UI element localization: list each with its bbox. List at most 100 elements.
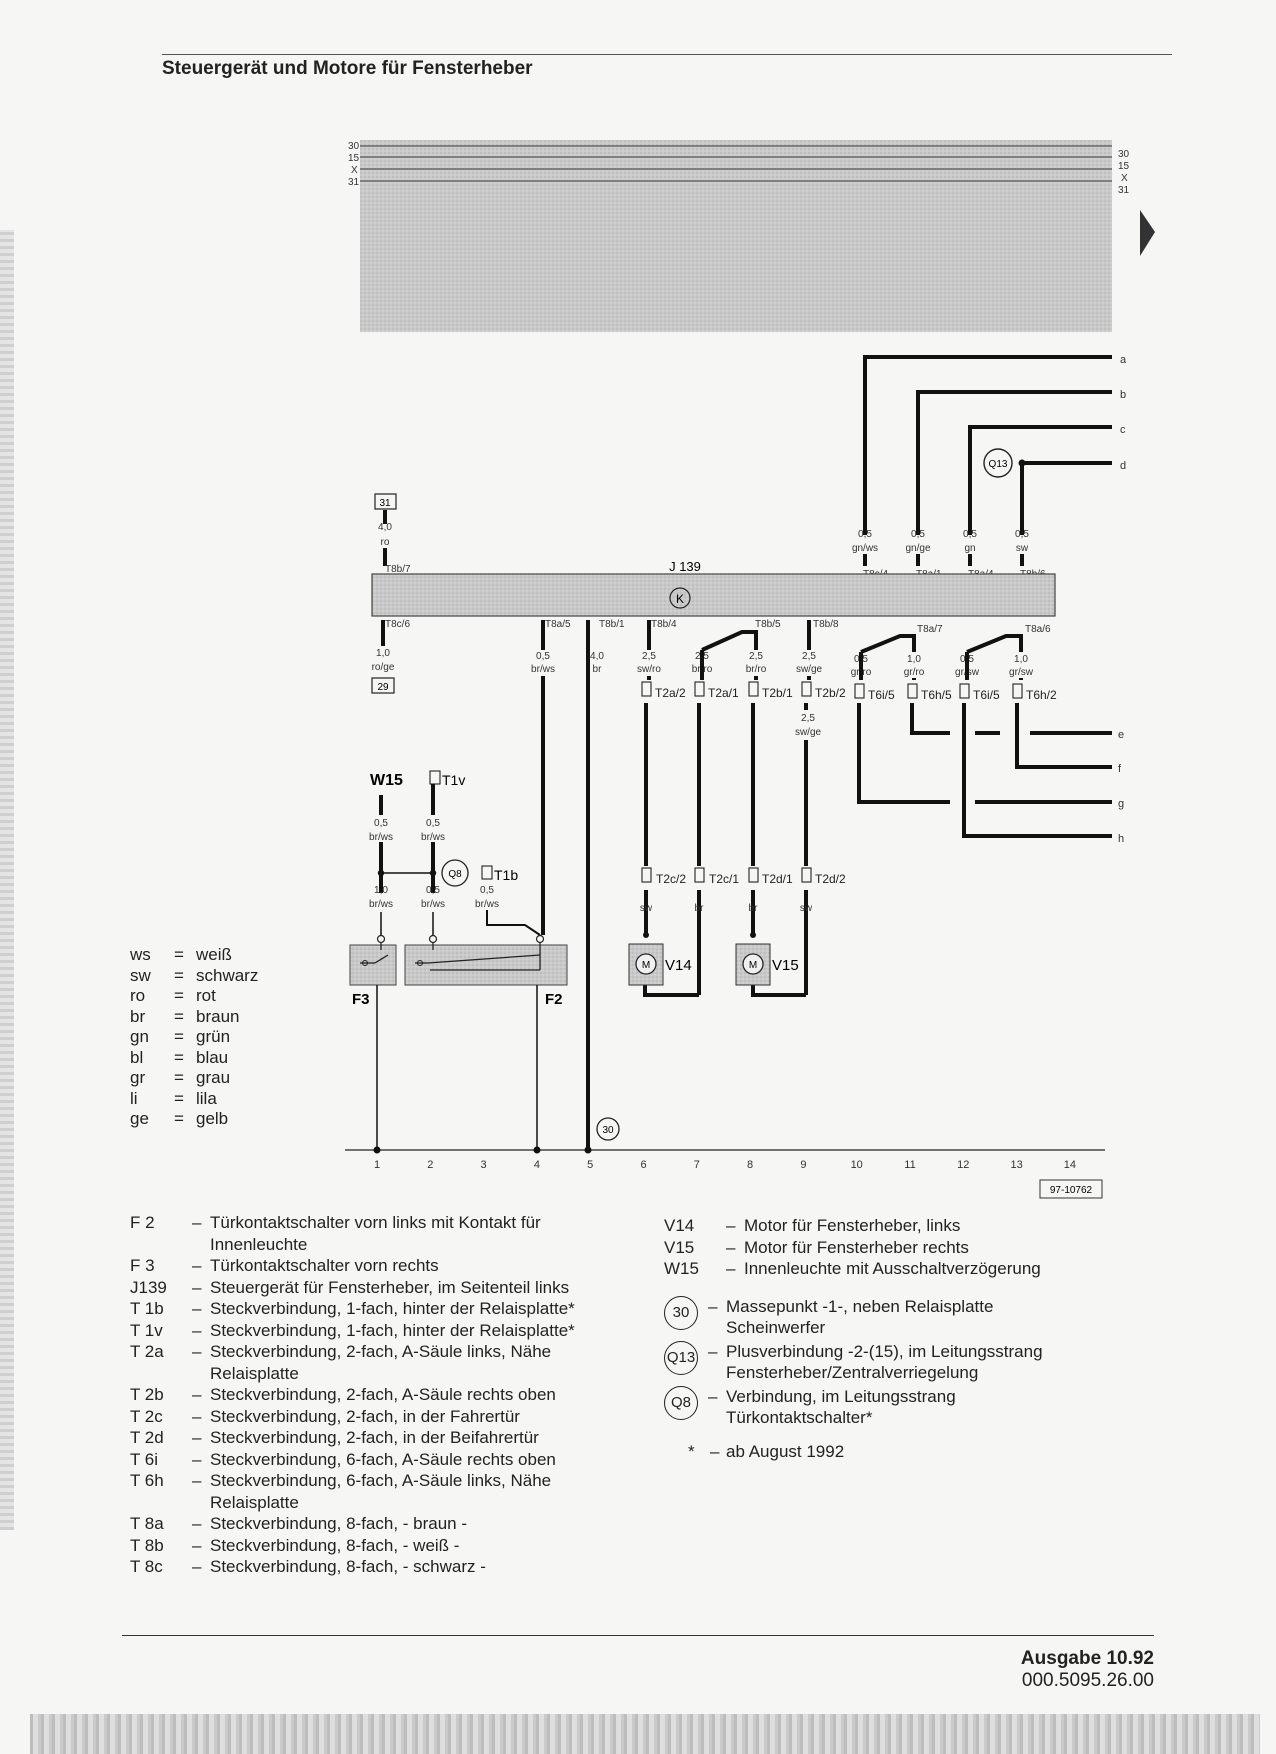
left-wire-1-color: br/ws — [421, 832, 445, 843]
rail-label-left-31: 31 — [348, 177, 360, 188]
wire-bot-3-size: 2,5 — [642, 651, 656, 662]
dash: – — [192, 1514, 202, 1533]
left-wire-1-size: 0,5 — [426, 818, 440, 829]
control-unit-label: J 139 — [669, 559, 701, 574]
rail-label-right-15: 15 — [1118, 161, 1130, 172]
color-abbr: ge — [130, 1109, 149, 1128]
track-number: 11 — [904, 1159, 915, 1171]
component-row: T 2a–Steckverbindung, 2-fach, A-Säule li… — [130, 1341, 650, 1384]
conn-mid-T2a1: T2a/1 — [708, 686, 739, 700]
connection-point-description: Plusverbindung -2-(15), im Leitungsstran… — [726, 1341, 1043, 1384]
equals-sign: = — [174, 1109, 184, 1128]
component-description: Steuergerät für Fensterheber, im Seitent… — [210, 1277, 569, 1299]
component-code: T 2c — [130, 1406, 163, 1426]
ground-point-30-symbol — [596, 1117, 620, 1141]
connection-point-row: Q13–Plusverbindung -2-(15), im Leitungss… — [664, 1340, 1104, 1384]
wire-top-1-color: gn/ws — [852, 543, 878, 554]
dash: – — [708, 1341, 718, 1361]
output-label-h: h — [1118, 833, 1124, 845]
wire-bot-8-color: gr/ro — [904, 667, 925, 678]
dash: – — [192, 1428, 202, 1447]
component-row: T 8a–Steckverbindung, 8-fach, - braun - — [130, 1513, 650, 1535]
description-line: Motor für Fensterheber rechts — [744, 1237, 969, 1257]
description-line: Steckverbindung, 8-fach, - weiß - — [210, 1535, 460, 1555]
description-line: Steckverbindung, 2-fach, in der Beifahre… — [210, 1428, 539, 1447]
track-number: 10 — [851, 1159, 863, 1171]
equals-sign: = — [174, 965, 184, 985]
color-abbr: li — [130, 1088, 138, 1108]
color-legend-row: gn=grün — [130, 1027, 258, 1048]
conn-bot-T8a6: T8a/6 — [1025, 624, 1051, 635]
wire-bot-1-size: 0,5 — [536, 651, 550, 662]
conn-bot-T8a7: T8a/7 — [917, 624, 943, 635]
wire-bot-8-size: 1,0 — [907, 654, 921, 665]
ground-point-30-label: 30 — [602, 1125, 614, 1136]
track-number: 1 — [374, 1159, 380, 1171]
left-wire-4-size: 0,5 — [480, 885, 494, 896]
wire-extra-color: sw/ge — [795, 727, 822, 738]
description-line: Steckverbindung, 6-fach, A-Säule rechts … — [210, 1449, 556, 1469]
motor-v15-icon — [742, 953, 764, 975]
component-row: J139–Steuergerät für Fensterheber, im Se… — [130, 1277, 650, 1299]
description-line: Türkontaktschalter vorn rechts — [210, 1256, 439, 1275]
wire-bot-6-size: 2,5 — [802, 651, 816, 662]
scan-edge-bottom — [30, 1714, 1260, 1754]
mid-connector-symbols — [641, 681, 1023, 699]
component-description: Motor für Fensterheber, links — [744, 1215, 960, 1237]
component-description: Türkontaktschalter vorn links mit Kontak… — [210, 1212, 541, 1255]
output-label-f: f — [1118, 763, 1122, 775]
component-row: W15–Innenleuchte mit Ausschaltverzögerun… — [664, 1258, 1104, 1280]
lamp-w15-label: W15 — [370, 772, 403, 789]
equals-sign: = — [174, 1088, 184, 1108]
component-row: V14–Motor für Fensterheber, links — [664, 1215, 1104, 1237]
dash: – — [192, 1342, 202, 1361]
q13-point-symbol — [983, 448, 1013, 478]
wiring-diagram: 30 15 X 31 30 15 X 31 a b c d Q13 — [345, 140, 1155, 1199]
wire-bot-10-size: 1,0 — [1014, 654, 1028, 665]
reference-number-box — [1039, 1179, 1103, 1199]
color-legend-row: ws=weiß — [130, 945, 258, 966]
connector-t1v-label: T1v — [442, 772, 465, 788]
component-list-left: F 2–Türkontaktschalter vorn links mit Ko… — [130, 1212, 650, 1578]
dash: – — [726, 1216, 736, 1235]
output-label-e: e — [1118, 729, 1124, 741]
component-code: W15 — [664, 1259, 699, 1278]
component-description: Steckverbindung, 8-fach, - weiß - — [210, 1535, 459, 1557]
color-legend-row: ro=rot — [130, 986, 258, 1007]
component-description: Steckverbindung, 8-fach, - braun - — [210, 1513, 467, 1535]
switch-f2-housing — [404, 944, 568, 986]
conn-low-T2d2: T2d/2 — [815, 872, 846, 886]
description-line: Steckverbindung, 6-fach, A-Säule links, … — [210, 1471, 552, 1490]
conn-mid-T6h2: T6h/2 — [1026, 688, 1057, 702]
component-description: Steckverbindung, 2-fach, in der Beifahre… — [210, 1427, 539, 1449]
scan-edge-left — [0, 230, 14, 1530]
left-wire-2-color: br/ws — [369, 899, 393, 910]
wire-bot-5-color: br/ro — [746, 664, 767, 675]
wire-bot-3-color: sw/ro — [637, 664, 661, 675]
footnote-dash: – — [710, 1441, 720, 1461]
rail-label-left-15: 15 — [348, 153, 360, 164]
track-number: 9 — [800, 1159, 806, 1171]
wire-top-1-size: 0,5 — [858, 529, 872, 540]
dash: – — [192, 1535, 202, 1555]
motor-v14-symbol: M — [642, 960, 650, 971]
component-description: Motor für Fensterheber rechts — [744, 1237, 969, 1259]
equals-sign: = — [174, 1068, 184, 1087]
q13-junction — [1018, 459, 1026, 467]
description-line: Türkontaktschalter vorn links mit Kontak… — [210, 1213, 541, 1232]
component-code: T 2d — [130, 1428, 164, 1447]
connection-point-symbol: Q8 — [664, 1385, 698, 1420]
component-code: V15 — [664, 1237, 695, 1257]
component-row: F 2–Türkontaktschalter vorn links mit Ko… — [130, 1212, 650, 1255]
conn-top-T8b7: T8b/7 — [385, 564, 411, 575]
dash: – — [192, 1320, 202, 1340]
conn-bot-T8a5: T8a/5 — [545, 619, 571, 630]
conn-bot-T8c6: T8c/6 — [385, 619, 410, 630]
rail-lines — [360, 145, 1112, 182]
equals-sign: = — [174, 1006, 184, 1026]
dash: – — [192, 1557, 202, 1576]
track-number: 13 — [1010, 1159, 1022, 1171]
relay-k-label: K — [676, 592, 684, 606]
color-abbr: br — [130, 1006, 146, 1026]
dash: – — [192, 1277, 202, 1297]
